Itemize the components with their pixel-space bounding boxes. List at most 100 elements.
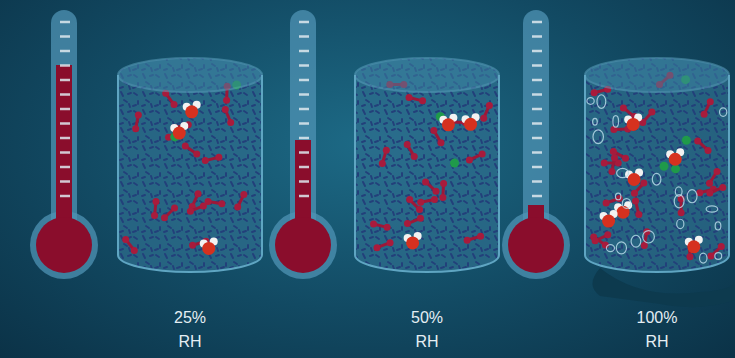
atom	[187, 208, 194, 215]
tick-mark	[299, 50, 309, 53]
tick-mark	[60, 21, 70, 24]
tick-mark	[299, 122, 309, 125]
tick-mark	[60, 180, 70, 183]
tick-mark	[60, 50, 70, 53]
tick-mark	[60, 79, 70, 82]
condensation-droplet	[631, 235, 641, 247]
atom	[635, 211, 642, 218]
atom	[200, 202, 207, 209]
atom	[601, 159, 608, 166]
oxygen	[627, 118, 640, 131]
atom	[132, 125, 139, 132]
atom	[171, 101, 178, 108]
tick-mark	[60, 122, 70, 125]
condensation-droplet	[622, 199, 630, 209]
atom	[406, 94, 413, 101]
tick-mark	[299, 93, 309, 96]
condensation-droplet	[687, 190, 697, 203]
condensation-droplet	[593, 130, 603, 144]
atom	[632, 197, 639, 204]
atom	[706, 189, 713, 196]
atom	[406, 196, 413, 203]
particle	[671, 164, 680, 173]
humidity-label: 25% RH	[166, 306, 214, 354]
atom	[610, 148, 617, 155]
tick-mark	[532, 166, 542, 169]
molecules	[122, 80, 247, 255]
atom	[707, 98, 714, 105]
oxygen	[185, 105, 198, 118]
atom	[227, 119, 234, 126]
atom	[222, 106, 229, 113]
atom	[202, 157, 209, 164]
condensation-droplet	[652, 173, 661, 185]
atom	[440, 180, 447, 187]
tick-mark	[532, 122, 542, 125]
atom	[383, 147, 390, 154]
condensation-droplet	[613, 116, 619, 127]
atom	[417, 199, 424, 206]
condensation-droplet	[617, 168, 629, 177]
atom	[608, 168, 615, 175]
oxygen	[602, 215, 615, 228]
tick-mark	[60, 35, 70, 38]
atom	[234, 204, 241, 211]
condensation-droplet	[715, 222, 721, 230]
atom	[430, 127, 437, 134]
tick-mark	[299, 166, 309, 169]
atom	[631, 190, 638, 197]
atom	[694, 137, 701, 144]
condensation-droplet	[606, 245, 614, 252]
atom	[713, 168, 720, 175]
atom	[707, 253, 714, 260]
atom	[604, 231, 611, 238]
atom	[648, 108, 655, 115]
atom	[437, 139, 444, 146]
tick-mark	[299, 195, 309, 198]
atom	[223, 97, 230, 104]
tick-mark	[60, 151, 70, 154]
tick-mark	[299, 35, 309, 38]
condensation-droplet	[587, 98, 594, 105]
tick-mark	[299, 64, 309, 67]
atom	[486, 102, 493, 109]
atom	[616, 195, 623, 202]
atom	[422, 178, 429, 185]
atom	[152, 198, 159, 205]
atom	[592, 237, 599, 244]
tick-mark	[299, 79, 309, 82]
condensation-droplet	[706, 206, 718, 212]
condensation-droplet	[643, 231, 655, 243]
atom	[215, 154, 222, 161]
atom	[379, 160, 386, 167]
atom	[464, 237, 471, 244]
condensation-droplet	[720, 108, 727, 117]
atom	[404, 220, 411, 227]
atom	[195, 190, 202, 197]
oxygen	[464, 118, 477, 131]
atom	[479, 151, 486, 158]
atom	[477, 233, 484, 240]
atom	[439, 194, 446, 201]
tick-mark	[60, 93, 70, 96]
atom	[240, 191, 247, 198]
oxygen	[442, 118, 455, 131]
tick-mark	[532, 64, 542, 67]
atom	[182, 143, 189, 150]
oxygen	[173, 127, 186, 140]
tick-mark	[532, 137, 542, 140]
condensation-droplet	[674, 195, 684, 208]
atom	[417, 215, 424, 222]
atom	[384, 224, 391, 231]
atom	[171, 205, 178, 212]
molecules	[587, 72, 727, 263]
condensation-droplet	[616, 242, 626, 254]
oxygen	[202, 242, 215, 255]
tick-mark	[299, 137, 309, 140]
tick-mark	[532, 180, 542, 183]
tick-mark	[532, 195, 542, 198]
condensation-droplet	[615, 193, 620, 200]
condensation-droplet	[593, 118, 598, 125]
tick-mark	[60, 108, 70, 111]
tick-mark	[60, 195, 70, 198]
